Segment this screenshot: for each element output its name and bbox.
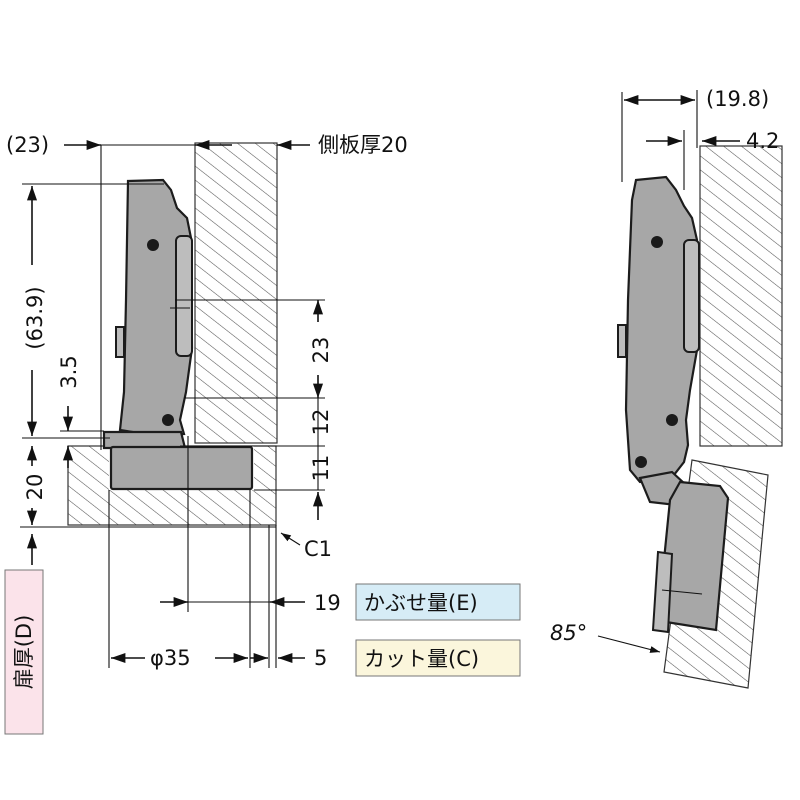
cut-amount-label: カット量(C): [364, 647, 479, 671]
dim-11: 11: [309, 455, 333, 482]
side-panel: [194, 142, 278, 444]
dim-19-8: (19.8): [706, 87, 769, 111]
overlay-amount-label: かぶせ量(E): [364, 591, 478, 615]
dim-5: 5: [314, 646, 327, 670]
overlay-amount-box: [355, 583, 521, 621]
dim-19: 19: [314, 591, 341, 615]
right-view: (19.8) 4.2 85°: [550, 87, 783, 689]
hinge-cup: [109, 445, 254, 491]
dim-63-9: (63.9): [23, 286, 47, 349]
hinge-plate: [175, 235, 193, 357]
hinge-plate-open: [683, 239, 700, 353]
screw-open-3: [635, 456, 647, 468]
dim-3-5: 3.5: [57, 355, 81, 388]
left-view: (23) 側板厚20 (63.9) 3.5 20 23 12 11 C1 19: [6, 133, 408, 670]
screw-open-2: [666, 414, 678, 426]
screw-open-1: [651, 236, 663, 248]
hinge-cup-open: [658, 480, 730, 632]
hinge-tab-open: [617, 324, 627, 358]
screw-1: [147, 239, 159, 251]
side-panel-thickness-label: 側板厚20: [318, 133, 408, 157]
dim-12: 12: [309, 409, 333, 436]
door-thickness-label: 扉厚(D): [12, 615, 36, 690]
dim-4-2: 4.2: [746, 129, 779, 153]
dim-23-right: 23: [309, 337, 333, 364]
dim-phi35: φ35: [150, 646, 191, 670]
hinge-cup-flange: [102, 430, 187, 450]
dim-23-top: (23): [6, 133, 49, 157]
hinge-arm: [118, 178, 194, 438]
cut-amount-box: [355, 639, 521, 677]
chamfer-c1: C1: [304, 537, 332, 561]
screw-2: [162, 414, 174, 426]
side-panel-open: [699, 145, 783, 447]
hinge-cup-flange-open: [651, 550, 674, 634]
dim-20: 20: [23, 474, 47, 501]
opening-angle: 85°: [550, 621, 587, 645]
hinge-arm-open: [624, 175, 699, 484]
door-thickness-box: [4, 569, 44, 735]
hinge-tab: [115, 326, 125, 358]
